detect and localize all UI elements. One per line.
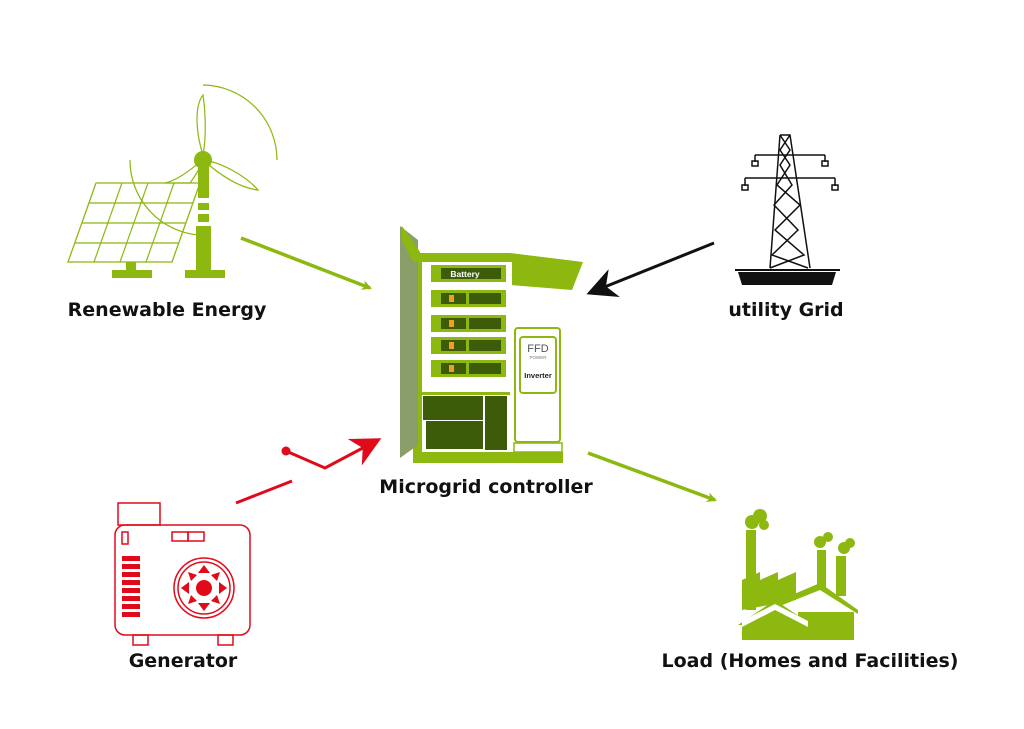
arrow-renewable-to-controller xyxy=(240,236,372,290)
generator-label: Generator xyxy=(128,650,238,672)
battery-label: Battery xyxy=(450,269,480,279)
arrow-controller-to-load xyxy=(587,451,717,502)
arrow-grid-to-controller xyxy=(586,241,715,297)
renewable-energy-label: Renewable Energy xyxy=(67,299,267,321)
utility-grid-label: utility Grid xyxy=(728,299,844,321)
transmission-tower-icon xyxy=(735,134,840,285)
brand-logo: FFD xyxy=(527,343,548,355)
generator-icon xyxy=(114,502,251,646)
microgrid-controller-label: Microgrid controller xyxy=(379,476,593,498)
solar-wind-icon xyxy=(67,84,278,278)
generator-switch xyxy=(235,438,382,505)
load-label: Load (Homes and Facilities) xyxy=(661,650,959,672)
inverter-label: Inverter xyxy=(524,371,552,380)
brand-subtitle: POWER xyxy=(529,355,547,360)
factory-icon xyxy=(738,509,858,640)
controller-cabinet-icon: Battery FFD POWER Inverter xyxy=(400,226,583,463)
